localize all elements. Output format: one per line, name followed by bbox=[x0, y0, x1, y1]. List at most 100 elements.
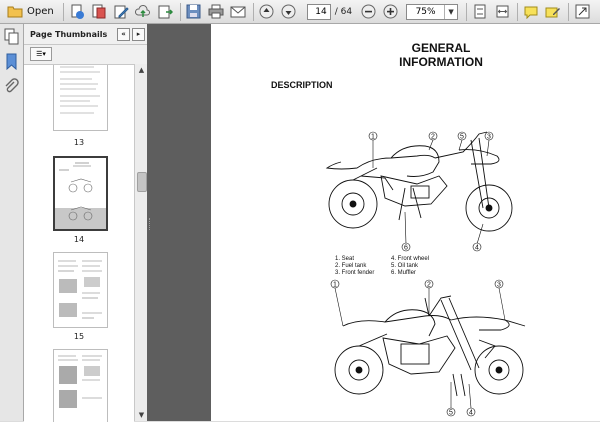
export-page-icon bbox=[158, 5, 173, 18]
thumbnails-icon[interactable] bbox=[3, 28, 20, 45]
thumbnails-list[interactable]: 13 14 15 bbox=[24, 64, 134, 422]
callout-label: 1 bbox=[333, 282, 337, 289]
callout-label: 2 bbox=[427, 282, 431, 289]
scroll-up-icon[interactable]: ▲ bbox=[138, 66, 145, 74]
open-label: Open bbox=[27, 6, 54, 17]
combine-files-button[interactable] bbox=[89, 2, 109, 22]
create-pdf-icon bbox=[71, 4, 84, 19]
page-preview bbox=[58, 355, 102, 408]
legend-item: 5. Oil tank bbox=[391, 263, 419, 269]
grip-icon[interactable] bbox=[149, 218, 152, 230]
callout-label: 4 bbox=[475, 245, 479, 252]
motorcycle-diagram-top: 1 2 5 3 6 4 bbox=[325, 131, 513, 252]
open-button[interactable]: Open bbox=[3, 2, 58, 22]
comment-button[interactable] bbox=[521, 2, 541, 22]
scroll-down-icon[interactable]: ▼ bbox=[138, 411, 145, 419]
fit-page-icon bbox=[474, 4, 486, 19]
thumbnails-scrollbar[interactable]: ▲ ▼ bbox=[134, 64, 148, 421]
fit-width-button[interactable] bbox=[492, 2, 512, 22]
folder-icon bbox=[7, 6, 23, 18]
save-button[interactable] bbox=[184, 2, 204, 22]
page-total: / 64 bbox=[334, 6, 353, 17]
thumbnail-page-13[interactable] bbox=[53, 65, 108, 131]
upload-button[interactable] bbox=[133, 2, 153, 22]
save-icon bbox=[186, 4, 201, 19]
highlighter-icon bbox=[545, 7, 561, 17]
expand-icon bbox=[575, 4, 590, 19]
speech-bubble-icon bbox=[524, 6, 538, 19]
callout-label: 1 bbox=[371, 134, 375, 141]
page-number-input[interactable] bbox=[306, 3, 331, 20]
email-button[interactable] bbox=[228, 2, 248, 22]
thumbnail-page-16[interactable] bbox=[53, 349, 108, 422]
page-preview bbox=[60, 66, 100, 114]
fit-width-icon bbox=[496, 5, 509, 18]
section-heading: DESCRIPTION bbox=[271, 80, 333, 90]
print-button[interactable] bbox=[206, 2, 226, 22]
legend-item: 3. Front fender bbox=[335, 270, 375, 276]
page-preview bbox=[58, 260, 102, 319]
toolbar-separator bbox=[62, 2, 64, 21]
edit-button[interactable] bbox=[111, 2, 131, 22]
fullscreen-button[interactable] bbox=[572, 2, 592, 22]
legend-item: 1. Seat bbox=[335, 256, 355, 262]
arrow-up-circle-icon bbox=[259, 4, 274, 19]
callout-label: 6 bbox=[404, 245, 408, 252]
callout-label: 3 bbox=[497, 282, 501, 289]
callout-label: 5 bbox=[449, 410, 453, 417]
combine-files-icon bbox=[92, 4, 106, 18]
fit-page-button[interactable] bbox=[470, 2, 490, 22]
toolbar: Open / 64 75% ▼ bbox=[0, 0, 600, 24]
toolbar-separator bbox=[466, 2, 468, 21]
toolbar-separator bbox=[252, 2, 254, 21]
panel-title: Page Thumbnails bbox=[30, 29, 108, 39]
panel-menu-button[interactable]: ▸ bbox=[132, 27, 145, 41]
motorcycle-diagram-bottom: 1 2 3 5 4 bbox=[330, 279, 526, 417]
legend-item: 6. Muffler bbox=[391, 270, 416, 276]
printer-icon bbox=[208, 4, 224, 19]
thumbnail-label: 15 bbox=[73, 332, 85, 341]
scrollbar-thumb[interactable] bbox=[137, 172, 147, 192]
collapse-panel-button[interactable]: « bbox=[117, 27, 130, 41]
page-title: GENERAL INFORMATION bbox=[371, 41, 511, 69]
callout-label: 3 bbox=[487, 134, 491, 141]
arrow-down-circle-icon bbox=[281, 4, 296, 19]
zoom-value: 75% bbox=[415, 6, 436, 17]
thumbnail-label: 14 bbox=[73, 235, 85, 244]
legend-item: 4. Front wheel bbox=[391, 256, 430, 262]
page-title-line1: GENERAL bbox=[411, 41, 471, 55]
legend-item: 2. Fuel tank bbox=[335, 263, 367, 269]
toolbar-separator bbox=[179, 2, 181, 21]
export-button[interactable] bbox=[155, 2, 175, 22]
create-pdf-button[interactable] bbox=[67, 2, 87, 22]
thumbnail-label: 13 bbox=[73, 138, 85, 147]
callout-label: 5 bbox=[460, 134, 464, 141]
envelope-icon bbox=[230, 6, 246, 17]
highlight-button[interactable] bbox=[543, 2, 563, 22]
next-page-button[interactable] bbox=[279, 2, 299, 22]
zoom-out-button[interactable] bbox=[358, 2, 378, 22]
previous-page-button[interactable] bbox=[257, 2, 277, 22]
paperclip-icon[interactable] bbox=[3, 78, 20, 95]
page-title-line2: INFORMATION bbox=[399, 55, 483, 69]
bookmark-icon[interactable] bbox=[3, 53, 20, 71]
toolbar-separator bbox=[568, 2, 570, 21]
toolbar-separator bbox=[517, 2, 519, 21]
callout-label: 4 bbox=[469, 410, 473, 417]
panel-options-row: ☰▾ bbox=[24, 45, 147, 63]
panel-splitter[interactable] bbox=[147, 24, 211, 421]
thumbnail-page-15[interactable] bbox=[53, 252, 108, 328]
thumbnail-page-14[interactable] bbox=[53, 156, 108, 231]
pencil-page-icon bbox=[114, 5, 129, 18]
document-page[interactable]: GENERAL INFORMATION DESCRIPTION 1 bbox=[211, 24, 600, 421]
options-menu-button[interactable]: ☰▾ bbox=[30, 47, 52, 61]
navigation-rail bbox=[0, 24, 24, 421]
zoom-in-button[interactable] bbox=[380, 2, 400, 22]
minus-circle-icon bbox=[361, 4, 376, 19]
page-preview bbox=[55, 162, 106, 229]
zoom-select[interactable]: 75% ▼ bbox=[406, 3, 459, 20]
cloud-upload-icon bbox=[134, 4, 150, 17]
plus-circle-icon bbox=[383, 4, 398, 19]
callout-label: 2 bbox=[431, 134, 435, 141]
chevron-down-icon[interactable]: ▼ bbox=[444, 4, 457, 19]
